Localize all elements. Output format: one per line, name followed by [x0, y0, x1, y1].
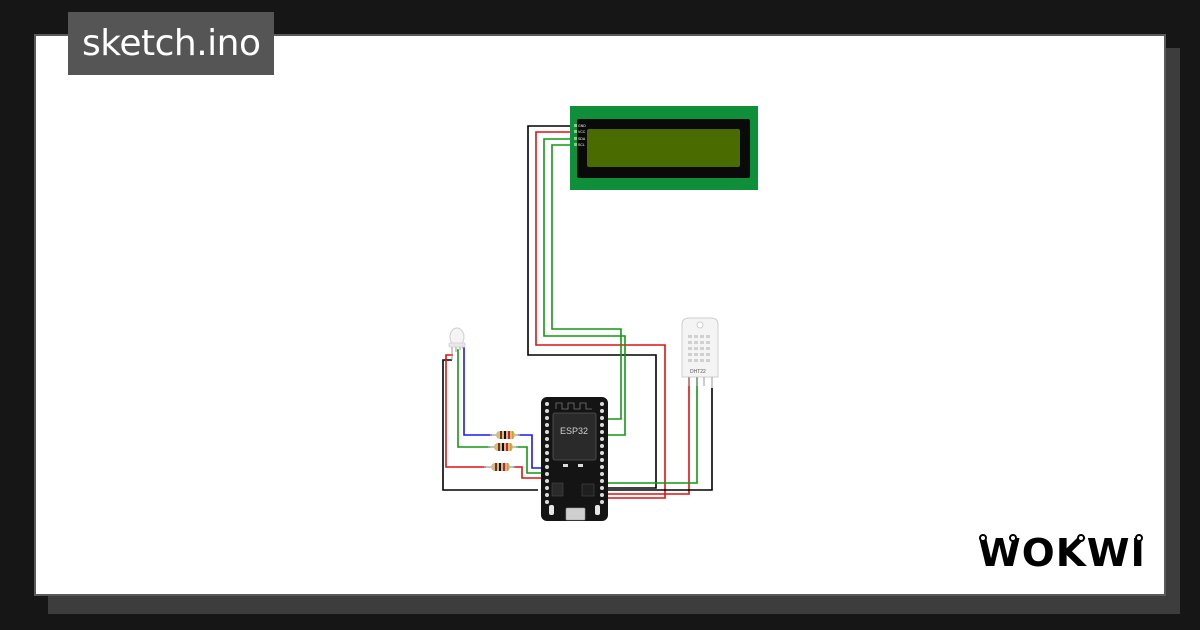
wire-led-red — [445, 354, 486, 468]
lcd-display[interactable]: GND VCC SDA SCL — [570, 106, 758, 190]
dht22-label: DHT22 — [690, 369, 706, 375]
wire-res3-esp — [513, 466, 541, 479]
wire-dht-data — [606, 374, 698, 484]
wire-lcd-vcc — [535, 131, 666, 499]
wire-lcd-sda — [543, 138, 626, 436]
wires — [442, 125, 713, 499]
resistor-3 — [484, 463, 515, 471]
resistors[interactable] — [484, 431, 520, 471]
wokwi-logo: WOKWI — [978, 531, 1146, 575]
lcd-pin-header — [574, 124, 577, 146]
wire-led-green — [457, 349, 490, 448]
rgb-led[interactable] — [448, 327, 466, 360]
esp32-board[interactable]: ESP32 — [541, 397, 608, 521]
resistor-1 — [490, 431, 520, 439]
wire-lcd-scl — [551, 144, 622, 420]
esp32-left-pins — [545, 402, 549, 504]
wire-res1-esp — [518, 434, 541, 469]
wire-led-blue — [463, 347, 492, 436]
wire-dht-vcc — [606, 374, 690, 495]
resistor-2 — [488, 443, 518, 451]
dht22-grille — [688, 335, 710, 362]
lcd-pin-scl-label: SCL — [578, 143, 585, 147]
dht22-sensor[interactable]: DHT22 — [681, 317, 719, 388]
esp32-label: ESP32 — [560, 426, 588, 436]
file-name-tab[interactable]: sketch.ino — [68, 12, 275, 75]
wire-lcd-gnd — [527, 125, 657, 489]
esp32-right-pins — [600, 402, 604, 504]
lcd-pin-gnd-label: GND — [578, 124, 586, 128]
wire-led-gnd — [442, 359, 538, 491]
wire-res2-esp — [516, 446, 541, 474]
lcd-pin-sda-label: SDA — [578, 137, 586, 141]
lcd-pin-vcc-label: VCC — [578, 130, 586, 134]
wire-dht-gnd — [606, 388, 713, 491]
svg-text:WOKWI: WOKWI — [978, 531, 1146, 575]
esp32-antenna — [555, 402, 592, 410]
